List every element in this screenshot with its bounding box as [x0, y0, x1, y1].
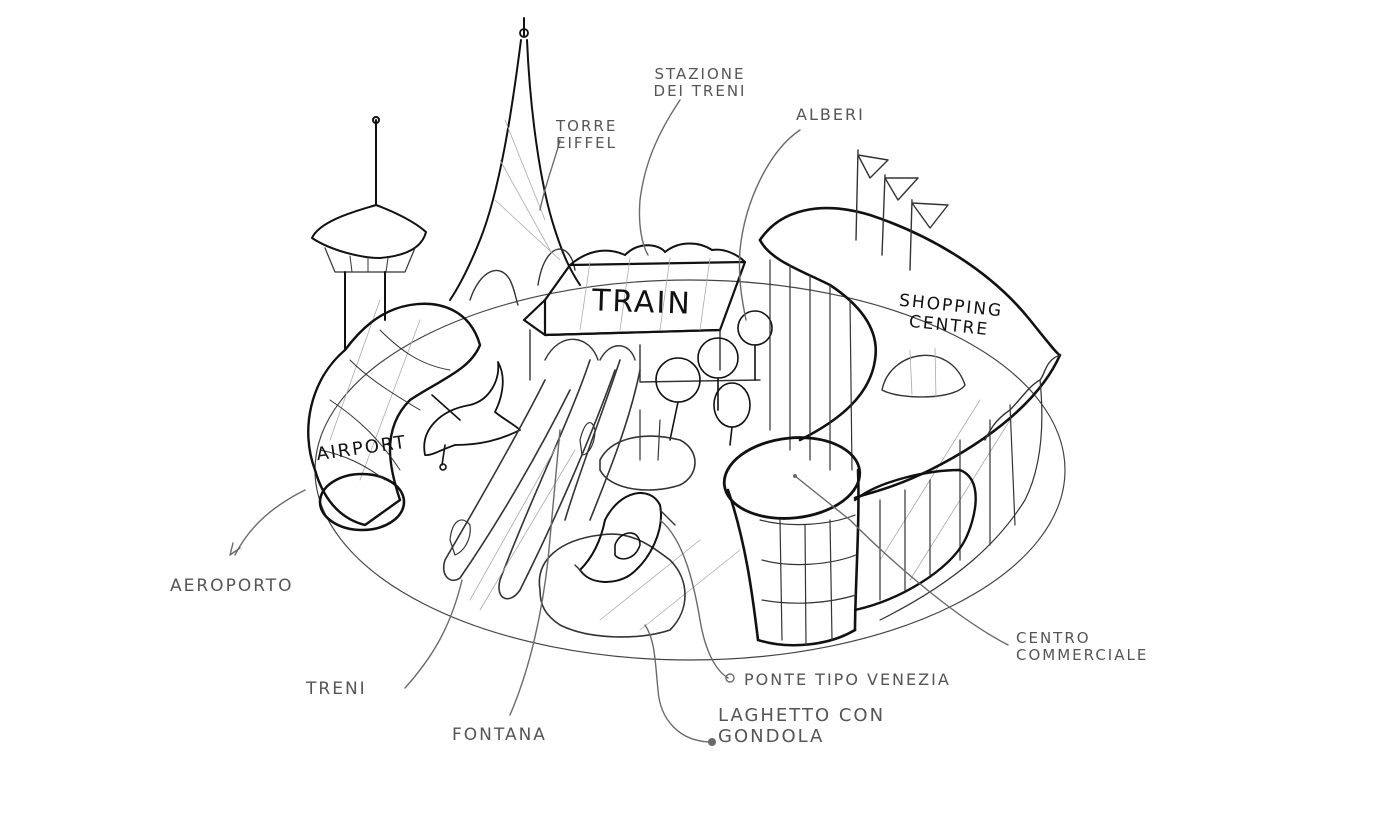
trains-tracks — [442, 359, 641, 611]
label-torre-eiffel: TORRE EIFFEL — [556, 117, 618, 153]
label-aeroporto: AEROPORTO — [170, 576, 294, 596]
label-alberi: ALBERI — [796, 105, 865, 124]
shading-hatch — [329, 299, 1011, 631]
label-laghetto-con-gondola: LAGHETTO CON GONDOLA — [718, 705, 886, 747]
airport-building — [307, 302, 482, 532]
label-centro-commerciale: CENTRO COMMERCIALE — [1016, 629, 1149, 665]
label-treni: TRENI — [306, 679, 367, 699]
leader-lines — [229, 99, 1009, 746]
airplane — [423, 361, 521, 471]
label-ponte-tipo-venezia: PONTE TIPO VENEZIA — [744, 670, 951, 689]
control-tower — [311, 116, 427, 351]
label-fontana: FONTANA — [452, 725, 547, 745]
shopping-centre — [758, 149, 1062, 621]
label-stazione-dei-treni: STAZIONE DEI TRENI — [653, 65, 747, 101]
fountain — [599, 435, 696, 491]
trees — [639, 310, 773, 461]
train-station — [522, 242, 761, 383]
commercial-cylinder — [722, 436, 977, 647]
building-label-train: TRAIN — [591, 283, 693, 322]
pond — [538, 492, 686, 638]
eiffel-tower — [449, 17, 581, 306]
